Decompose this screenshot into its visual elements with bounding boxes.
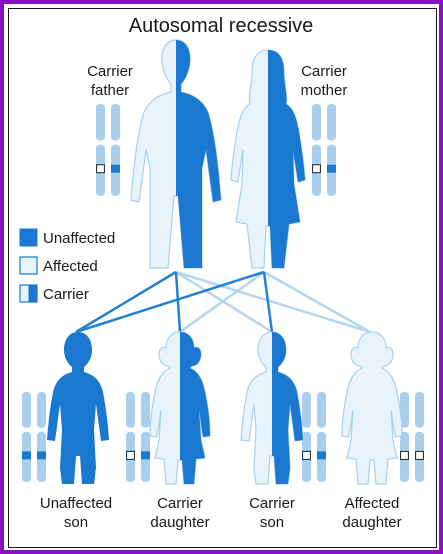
boy-figure-icon [47, 332, 109, 484]
legend-item-affected: Affected [19, 256, 98, 275]
chromosome-band-light [400, 450, 409, 460]
chromosome [141, 392, 150, 482]
child-2-label-line2: daughter [150, 514, 209, 531]
legend-swatch-carrier-dark [28, 285, 37, 302]
line-dark [262, 271, 274, 333]
carrier-dark-half [176, 40, 221, 268]
carrier-dark-half [268, 50, 305, 268]
girl-figure-icon [149, 331, 211, 485]
chromosome [111, 104, 120, 196]
line-light [179, 270, 265, 334]
legend-label-carrier: Carrier [43, 286, 89, 303]
child-4-label-line2: daughter [342, 514, 401, 531]
chromosome-band-dark [111, 164, 120, 173]
legend-item-carrier: Carrier [19, 284, 89, 303]
woman-figure-icon [230, 49, 306, 269]
child-3-label-line2: son [260, 514, 284, 531]
diagram-inner-border [8, 8, 437, 548]
child-4-label-line1: Affected [345, 495, 400, 512]
inheritance-lines [75, 270, 371, 334]
legend-item-unaffected: Unaffected [19, 228, 115, 247]
legend-label-affected: Affected [43, 258, 98, 275]
chromosome [312, 104, 321, 196]
chromosome [22, 392, 31, 482]
chromosome [327, 104, 336, 196]
man-figure-icon [130, 39, 222, 269]
line-dark [75, 270, 265, 334]
mother-label-line1: Carrier [301, 63, 347, 80]
legend-swatch-unaffected [19, 228, 38, 247]
chromosome [415, 392, 424, 482]
chromosome [96, 104, 105, 196]
chromosome-pairs [22, 104, 424, 482]
chromosome-band-light [415, 450, 424, 460]
carrier-dark-half [272, 332, 303, 484]
child-2-label-line1: Carrier [157, 495, 203, 512]
chromosome-band-light [312, 164, 321, 174]
chromosome [37, 392, 46, 482]
chromosome-band-dark [317, 451, 326, 460]
chromosome-band-dark [141, 451, 150, 460]
chromosome-band-light [302, 450, 311, 460]
chromosome-band-dark [22, 451, 31, 460]
girl-figure-icon [341, 331, 403, 485]
affected-daughter-silhouette [341, 331, 403, 485]
boy-figure-icon [240, 331, 304, 485]
child-1-label-line1: Unaffected [40, 495, 112, 512]
line-dark [174, 271, 182, 333]
chromosome [126, 392, 135, 482]
chromosome [317, 392, 326, 482]
child-3-label-line1: Carrier [249, 495, 295, 512]
chromosome-band-dark [327, 164, 336, 173]
legend-swatch-affected [19, 256, 38, 275]
line-dark [75, 270, 177, 334]
mother-label-line2: mother [301, 82, 348, 99]
chromosome-band-dark [37, 451, 46, 460]
unaffected-son-silhouette [47, 332, 109, 484]
chromosome-band-light [126, 450, 135, 460]
father-label-line2: father [91, 82, 129, 99]
line-light [263, 270, 371, 334]
carrier-dark-half [180, 332, 210, 484]
legend-label-unaffected: Unaffected [43, 230, 115, 247]
legend: Unaffected Affected Carrier [19, 228, 115, 303]
chromosome-band-light [96, 164, 105, 174]
diagram-title: Autosomal recessive [129, 15, 314, 37]
chromosome [302, 392, 311, 482]
child-1-label-line2: son [64, 514, 88, 531]
line-light [175, 270, 371, 334]
chromosome [400, 392, 409, 482]
father-label-line1: Carrier [87, 63, 133, 80]
